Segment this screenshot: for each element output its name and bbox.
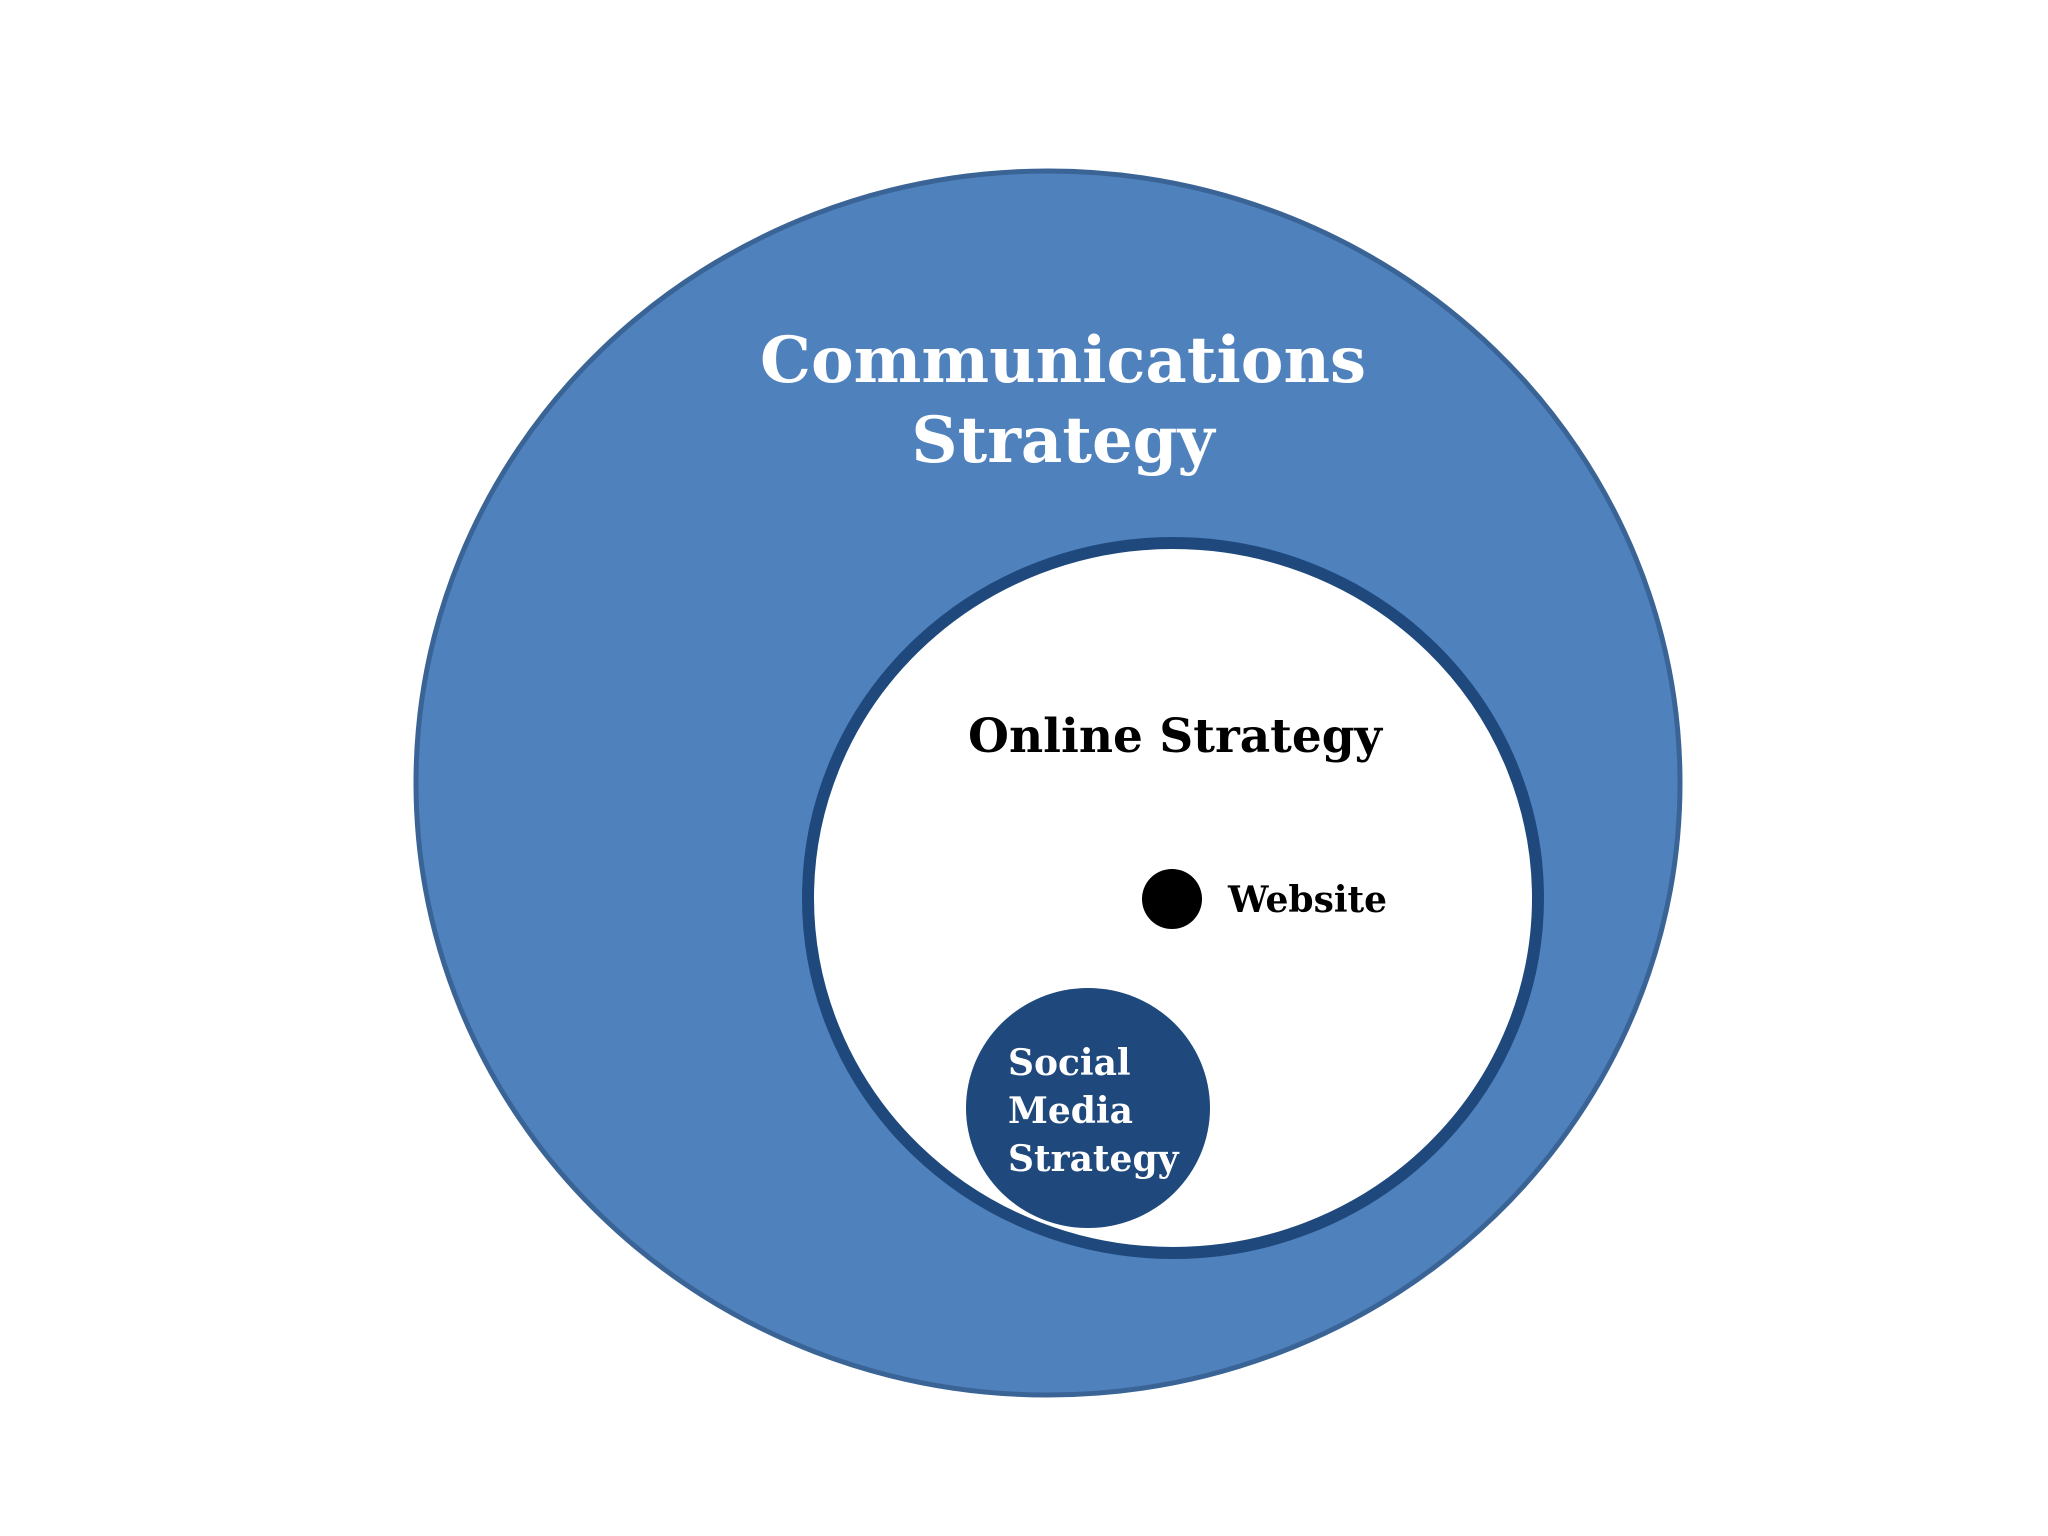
online-strategy-label: Online Strategy — [968, 709, 1384, 764]
bullet-dot-icon — [1142, 869, 1202, 929]
website-label: Website — [1227, 879, 1387, 921]
communications-strategy-label-line1: Communications — [760, 323, 1366, 398]
social-media-strategy-circle — [966, 988, 1210, 1228]
communications-strategy-label-line2: Strategy — [911, 403, 1216, 478]
social-media-strategy-label-line2: Media — [1008, 1090, 1133, 1132]
social-media-strategy-label-line3: Strategy — [1008, 1138, 1180, 1180]
social-media-strategy-label-line1: Social — [1008, 1042, 1131, 1084]
